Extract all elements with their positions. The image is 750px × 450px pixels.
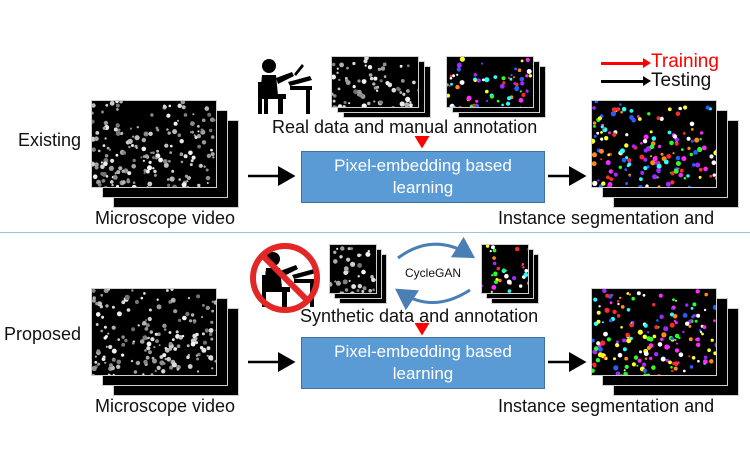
- syn-frame-front: [329, 244, 377, 294]
- real-frame-front: [331, 56, 419, 108]
- seg-frame-front: [591, 100, 717, 188]
- existing-pixel-embedding-box: Pixel-embedding based learning: [301, 151, 545, 203]
- proposed-input-label: Microscope video: [95, 396, 236, 416]
- proposed-output-label: Instance segmentation and: [498, 396, 715, 416]
- no-annotator-icon: [248, 241, 322, 315]
- existing-output-label: Instance segmentation and: [498, 208, 715, 228]
- proposed-pixel-embedding-box: Pixel-embedding based learning: [301, 337, 545, 389]
- seg-frame-front: [591, 288, 717, 376]
- video-frame-front: [91, 100, 217, 188]
- legend-training-label: Training: [651, 51, 719, 72]
- person-at-desk-icon: [254, 58, 316, 116]
- existing-annotation-label: Real data and manual annotation: [272, 117, 538, 137]
- legend-testing-label: Testing: [651, 70, 712, 91]
- testing-arrow: [601, 80, 645, 83]
- cyclegan-label: CycleGAN: [405, 266, 462, 280]
- existing-output-segmentation-stack: [591, 100, 741, 210]
- existing-manual-annotation-stack: [446, 56, 548, 120]
- existing-real-data-stack: [331, 56, 433, 120]
- synannot-frame-front: [481, 244, 529, 294]
- proposed-input-video-stack: [91, 288, 241, 398]
- annot-frame-front: [446, 56, 534, 108]
- proposed-annotation-label: Synthetic data and annotation: [300, 306, 539, 326]
- existing-input-label: Microscope video: [95, 208, 236, 228]
- proposed-synthetic-data-stack: [329, 244, 389, 306]
- training-arrow: [601, 62, 645, 65]
- cycle-arrow-forward: [397, 236, 476, 260]
- video-frame-front: [91, 288, 217, 376]
- process-line-1: Pixel-embedding based: [334, 155, 512, 175]
- section-divider: [0, 232, 750, 233]
- training-arrow-head: [643, 58, 651, 68]
- testing-arrow-head: [643, 76, 651, 86]
- existing-row-label: Existing: [18, 130, 82, 150]
- process-line-2: learning: [392, 178, 454, 197]
- cycle-arrow-backward: [395, 288, 471, 311]
- proposed-row-label: Proposed: [4, 324, 82, 344]
- proposed-synthetic-annotation-stack: [481, 244, 541, 306]
- process-line-2: learning: [392, 364, 454, 383]
- process-line-1: Pixel-embedding based: [334, 341, 512, 361]
- proposed-output-segmentation-stack: [591, 288, 741, 398]
- existing-input-video-stack: [91, 100, 241, 210]
